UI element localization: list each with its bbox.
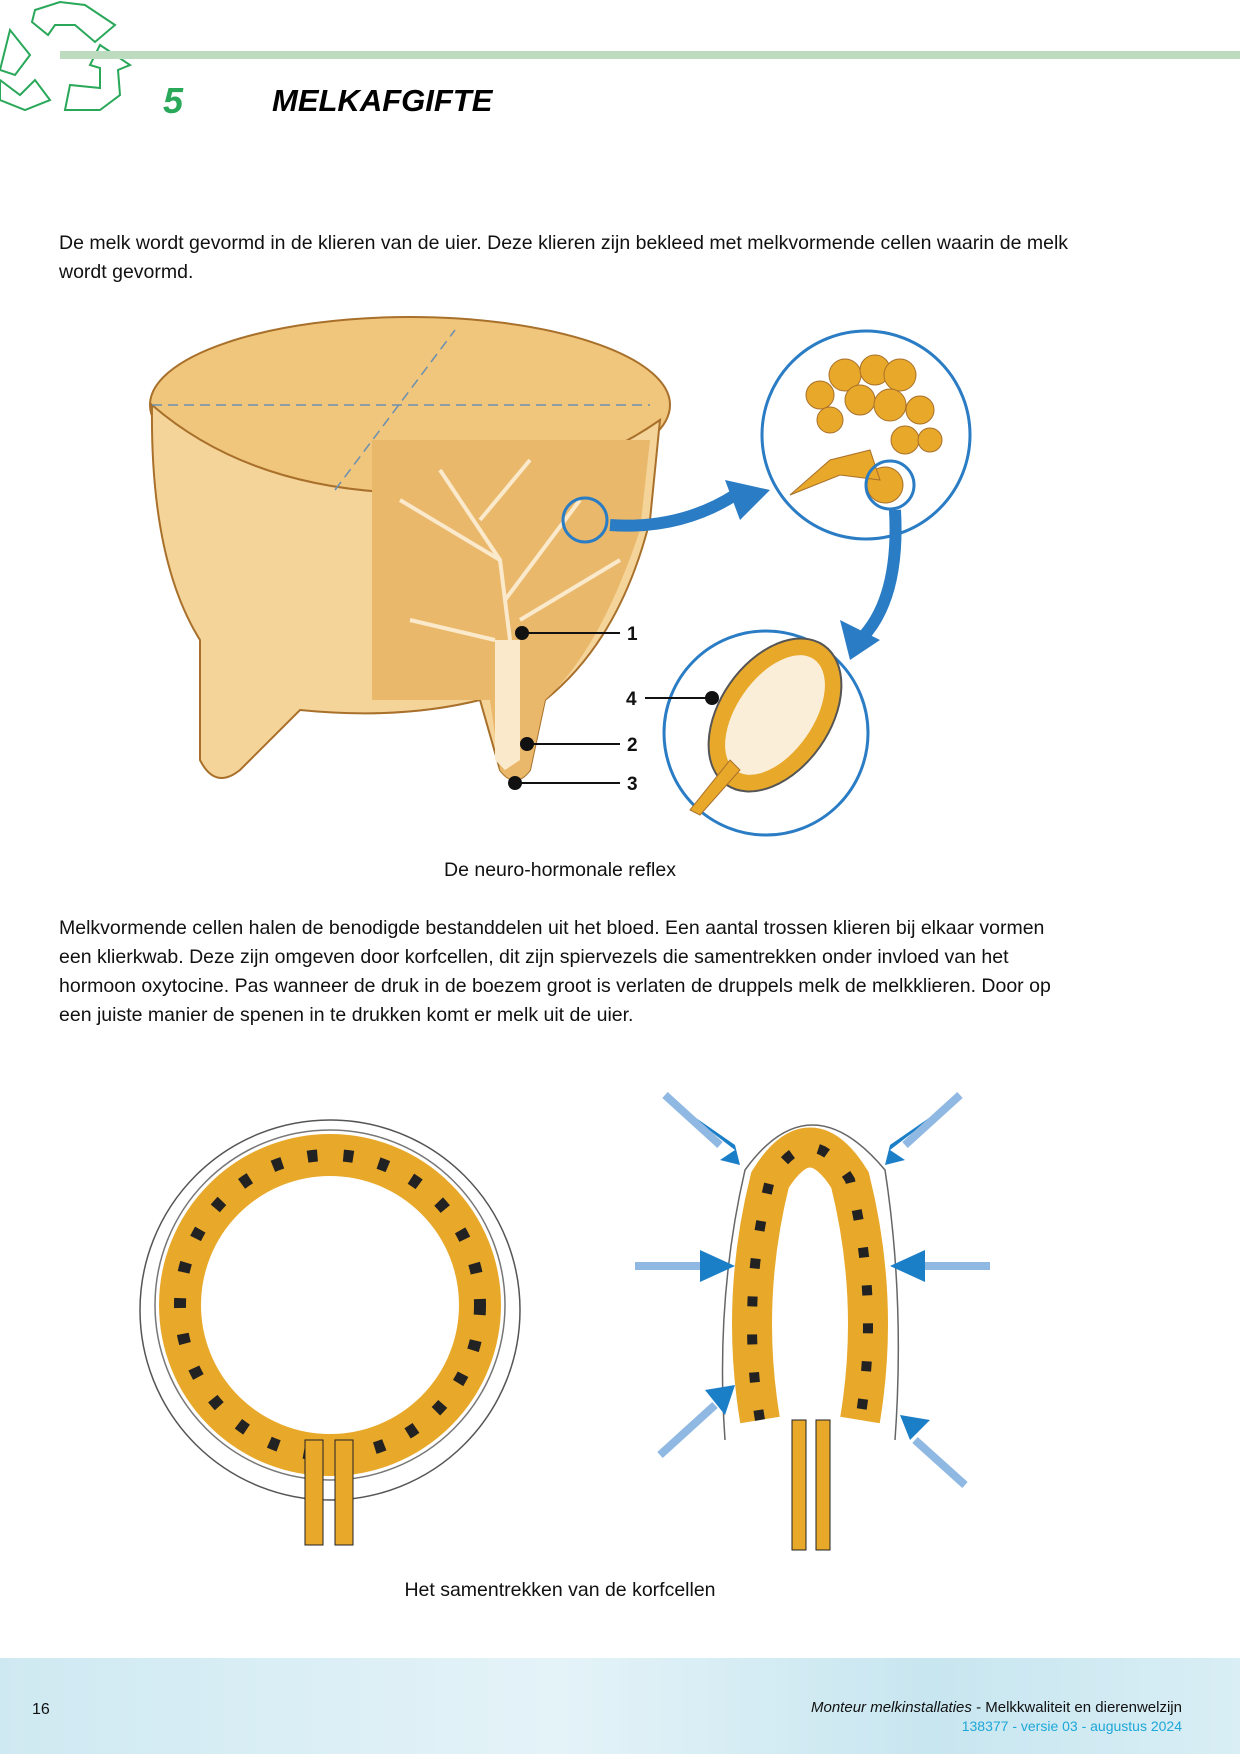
- gland-cluster-detail: [760, 329, 972, 660]
- intro-paragraph: De melk wordt gevormd in de klieren van …: [59, 232, 1069, 283]
- pressure-arrows: [635, 1092, 990, 1488]
- body-paragraph: Melkvormende cellen halen de benodigde b…: [59, 917, 1051, 1026]
- label-1: 1: [627, 624, 638, 645]
- recycle-logo: [0, 0, 133, 112]
- footer-course: Monteur melkinstallaties - Melkkwaliteit…: [811, 1699, 1182, 1716]
- page-footer: 16 Monteur melkinstallaties - Melkkwalit…: [0, 1658, 1240, 1754]
- chapter-title: MELKAFGIFTE: [272, 83, 493, 118]
- page-number: 16: [32, 1701, 50, 1718]
- footer-course-subtitle: - Melkkwaliteit en dierenwelzijn: [971, 1699, 1182, 1716]
- figure2-caption: Het samentrekken van de korfcellen: [404, 1579, 716, 1601]
- footer-course-title: Monteur melkinstallaties: [811, 1699, 972, 1716]
- udder-cross-section: [149, 316, 770, 781]
- relaxed-alveolus: [139, 1119, 521, 1546]
- footer-version: 138377 - versie 03 - augustus 2024: [961, 1718, 1182, 1734]
- alveolus-detail: [662, 629, 870, 837]
- label-2: 2: [627, 735, 638, 756]
- figure1-caption: De neuro-hormonale reflex: [444, 859, 676, 881]
- contracted-alveolus: [721, 1124, 900, 1551]
- basket-cells-illustration: [139, 1092, 990, 1551]
- label-3: 3: [627, 774, 638, 795]
- chapter-number: 5: [163, 80, 184, 121]
- udder-illustration: 1 2 3 4: [149, 316, 972, 837]
- callout-lines: [508, 626, 719, 790]
- label-4: 4: [626, 689, 637, 710]
- header-rule: [60, 51, 1240, 59]
